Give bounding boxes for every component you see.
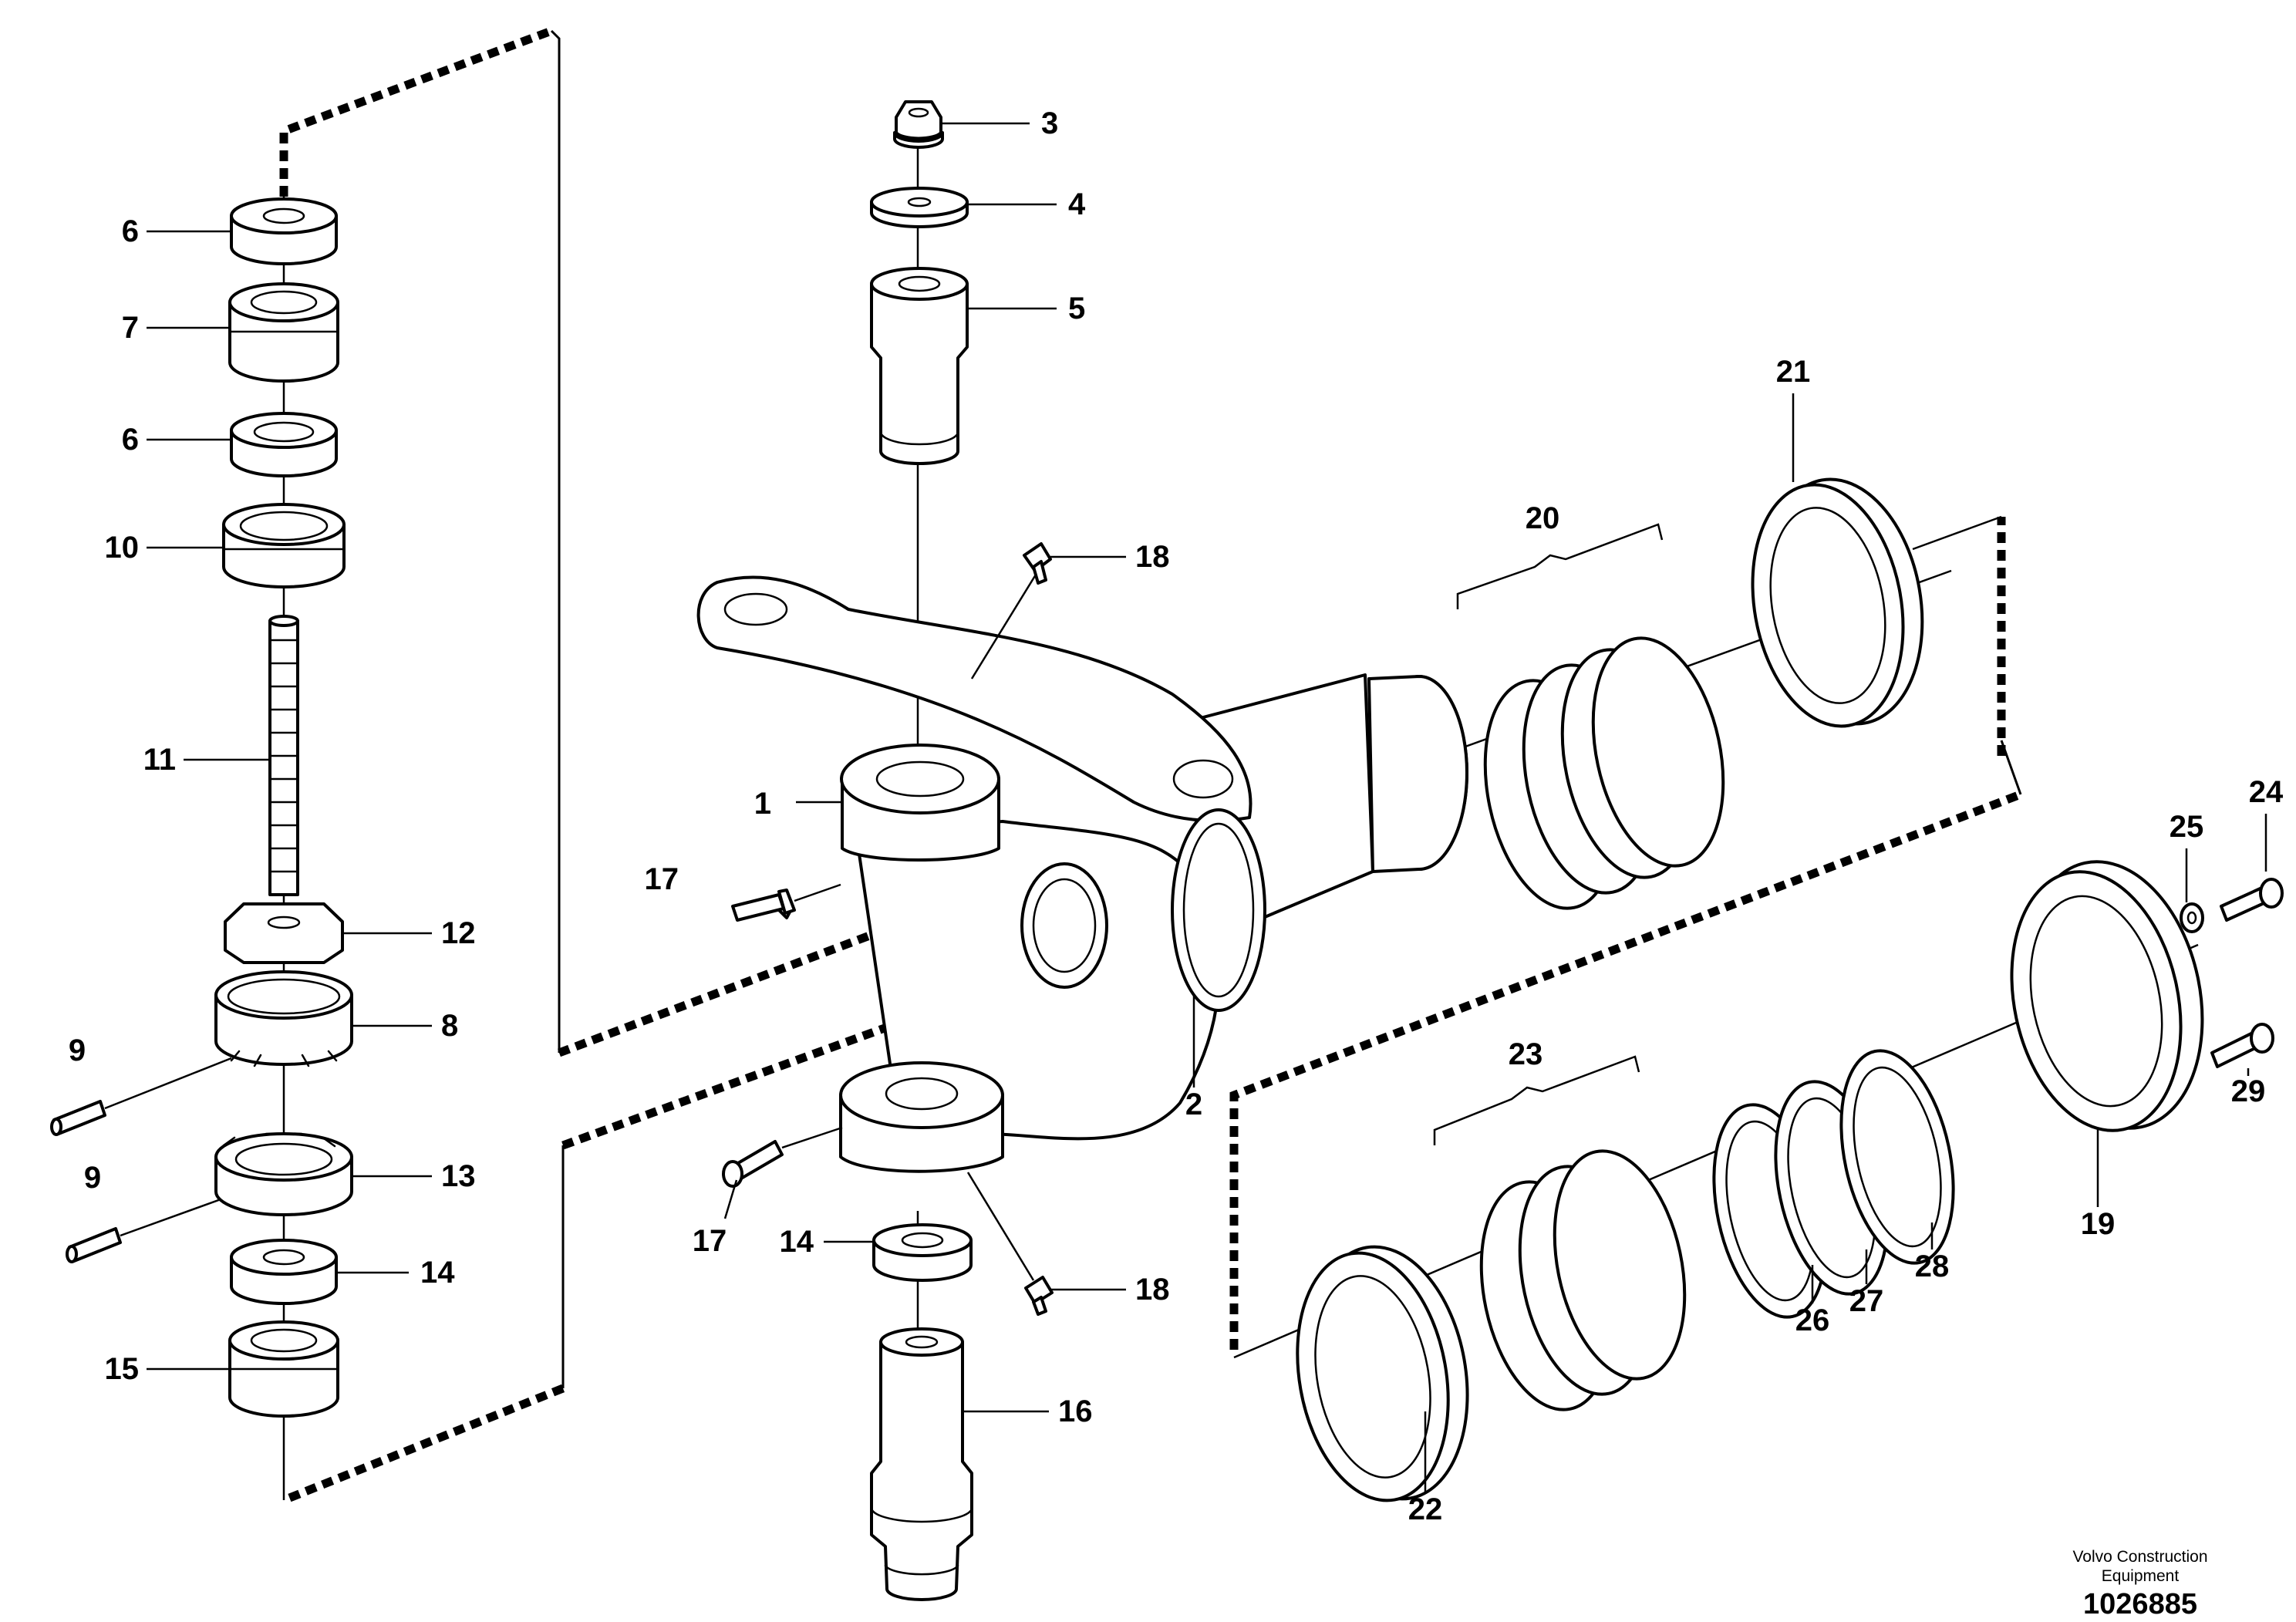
part-18-grease-nipple-lower <box>1024 1276 1054 1316</box>
callout-8: 8 <box>441 1009 458 1043</box>
steering-knuckle <box>696 569 1952 1173</box>
part-28-split-ring <box>1839 1049 1955 1265</box>
part-14-left-ring <box>230 1239 338 1305</box>
part-12-nut <box>224 902 344 964</box>
part-9-pin-lower <box>66 1194 232 1263</box>
callout-17-upper: 17 <box>645 862 679 896</box>
callout-28: 28 <box>1915 1249 1950 1283</box>
part-6-lower-ring <box>230 412 338 477</box>
callout-3: 3 <box>1041 106 1058 140</box>
brand-line-2: Equipment <box>2102 1567 2180 1585</box>
part-8-lock-ring <box>214 970 353 1067</box>
callout-2: 2 <box>1185 1088 1202 1121</box>
part-22-seal <box>1296 1245 1469 1502</box>
callout-25: 25 <box>2170 810 2204 844</box>
callout-23: 23 <box>1509 1037 1543 1071</box>
callout-9-upper: 9 <box>69 1034 86 1067</box>
callout-11: 11 <box>143 743 176 777</box>
part-16-kingpin <box>870 1327 973 1601</box>
part-13-slotted-nut <box>214 1132 353 1216</box>
callout-4: 4 <box>1068 187 1086 221</box>
callout-27: 27 <box>1849 1284 1884 1318</box>
callout-18-lower: 18 <box>1135 1273 1170 1307</box>
assembly-frame-lines <box>279 26 2022 1505</box>
callout-18-upper: 18 <box>1135 540 1170 574</box>
callout-26: 26 <box>1795 1303 1830 1337</box>
part-29-bolt <box>2210 1023 2274 1068</box>
part-21-seal <box>1751 477 1924 728</box>
callout-15: 15 <box>105 1352 140 1386</box>
callout-22: 22 <box>1408 1492 1443 1526</box>
part-6-upper-ring <box>230 197 338 265</box>
callout-5: 5 <box>1068 292 1085 325</box>
callout-1: 1 <box>754 787 771 821</box>
callout-6-upper: 6 <box>122 214 139 248</box>
callout-7: 7 <box>122 311 139 345</box>
callout-10: 10 <box>105 531 140 565</box>
part-20-shim-rings <box>1483 636 1725 910</box>
part-15-bearing <box>228 1320 339 1418</box>
part-19-flange <box>2010 860 2204 1132</box>
callout-6-lower: 6 <box>122 423 139 457</box>
part-14-center-ring <box>872 1223 973 1282</box>
part-25-washer <box>2180 902 2204 933</box>
part-10-seal <box>222 503 346 588</box>
document-number: 1026885 <box>2083 1588 2197 1620</box>
callout-20: 20 <box>1526 501 1560 535</box>
callout-12: 12 <box>441 916 476 950</box>
callout-13: 13 <box>441 1159 476 1193</box>
part-7-bearing <box>228 282 339 383</box>
part-9-pin-upper <box>50 1057 232 1136</box>
part-3-nut <box>893 100 944 149</box>
leader-lines <box>147 122 2267 1492</box>
callout-14-left: 14 <box>420 1256 455 1290</box>
callout-24: 24 <box>2249 775 2284 809</box>
part-5-bushing <box>870 267 969 465</box>
part-18-grease-nipple-upper <box>970 542 1052 679</box>
callout-labels: 1 2 3 4 5 6 6 7 8 9 9 10 11 12 13 14 14 … <box>69 106 2284 1526</box>
callout-16: 16 <box>1058 1394 1093 1428</box>
part-11-threaded-rod <box>268 615 299 896</box>
part-24-bolt <box>2220 878 2284 922</box>
footer: Volvo Construction Equipment 1026885 <box>2072 1548 2207 1620</box>
part-23-shim-rings <box>1479 1149 1687 1411</box>
brand-line-1: Volvo Construction <box>2072 1548 2207 1566</box>
callout-21: 21 <box>1776 355 1811 389</box>
callout-9-lower: 9 <box>84 1161 101 1195</box>
part-17-bolt-lower <box>722 1126 843 1188</box>
part-4-washer <box>870 187 969 228</box>
callout-19: 19 <box>2081 1207 2116 1241</box>
callout-14-center: 14 <box>780 1225 814 1259</box>
callout-29: 29 <box>2231 1074 2266 1108</box>
callout-17-lower: 17 <box>693 1224 727 1258</box>
part-17-bolt-upper <box>731 883 841 922</box>
